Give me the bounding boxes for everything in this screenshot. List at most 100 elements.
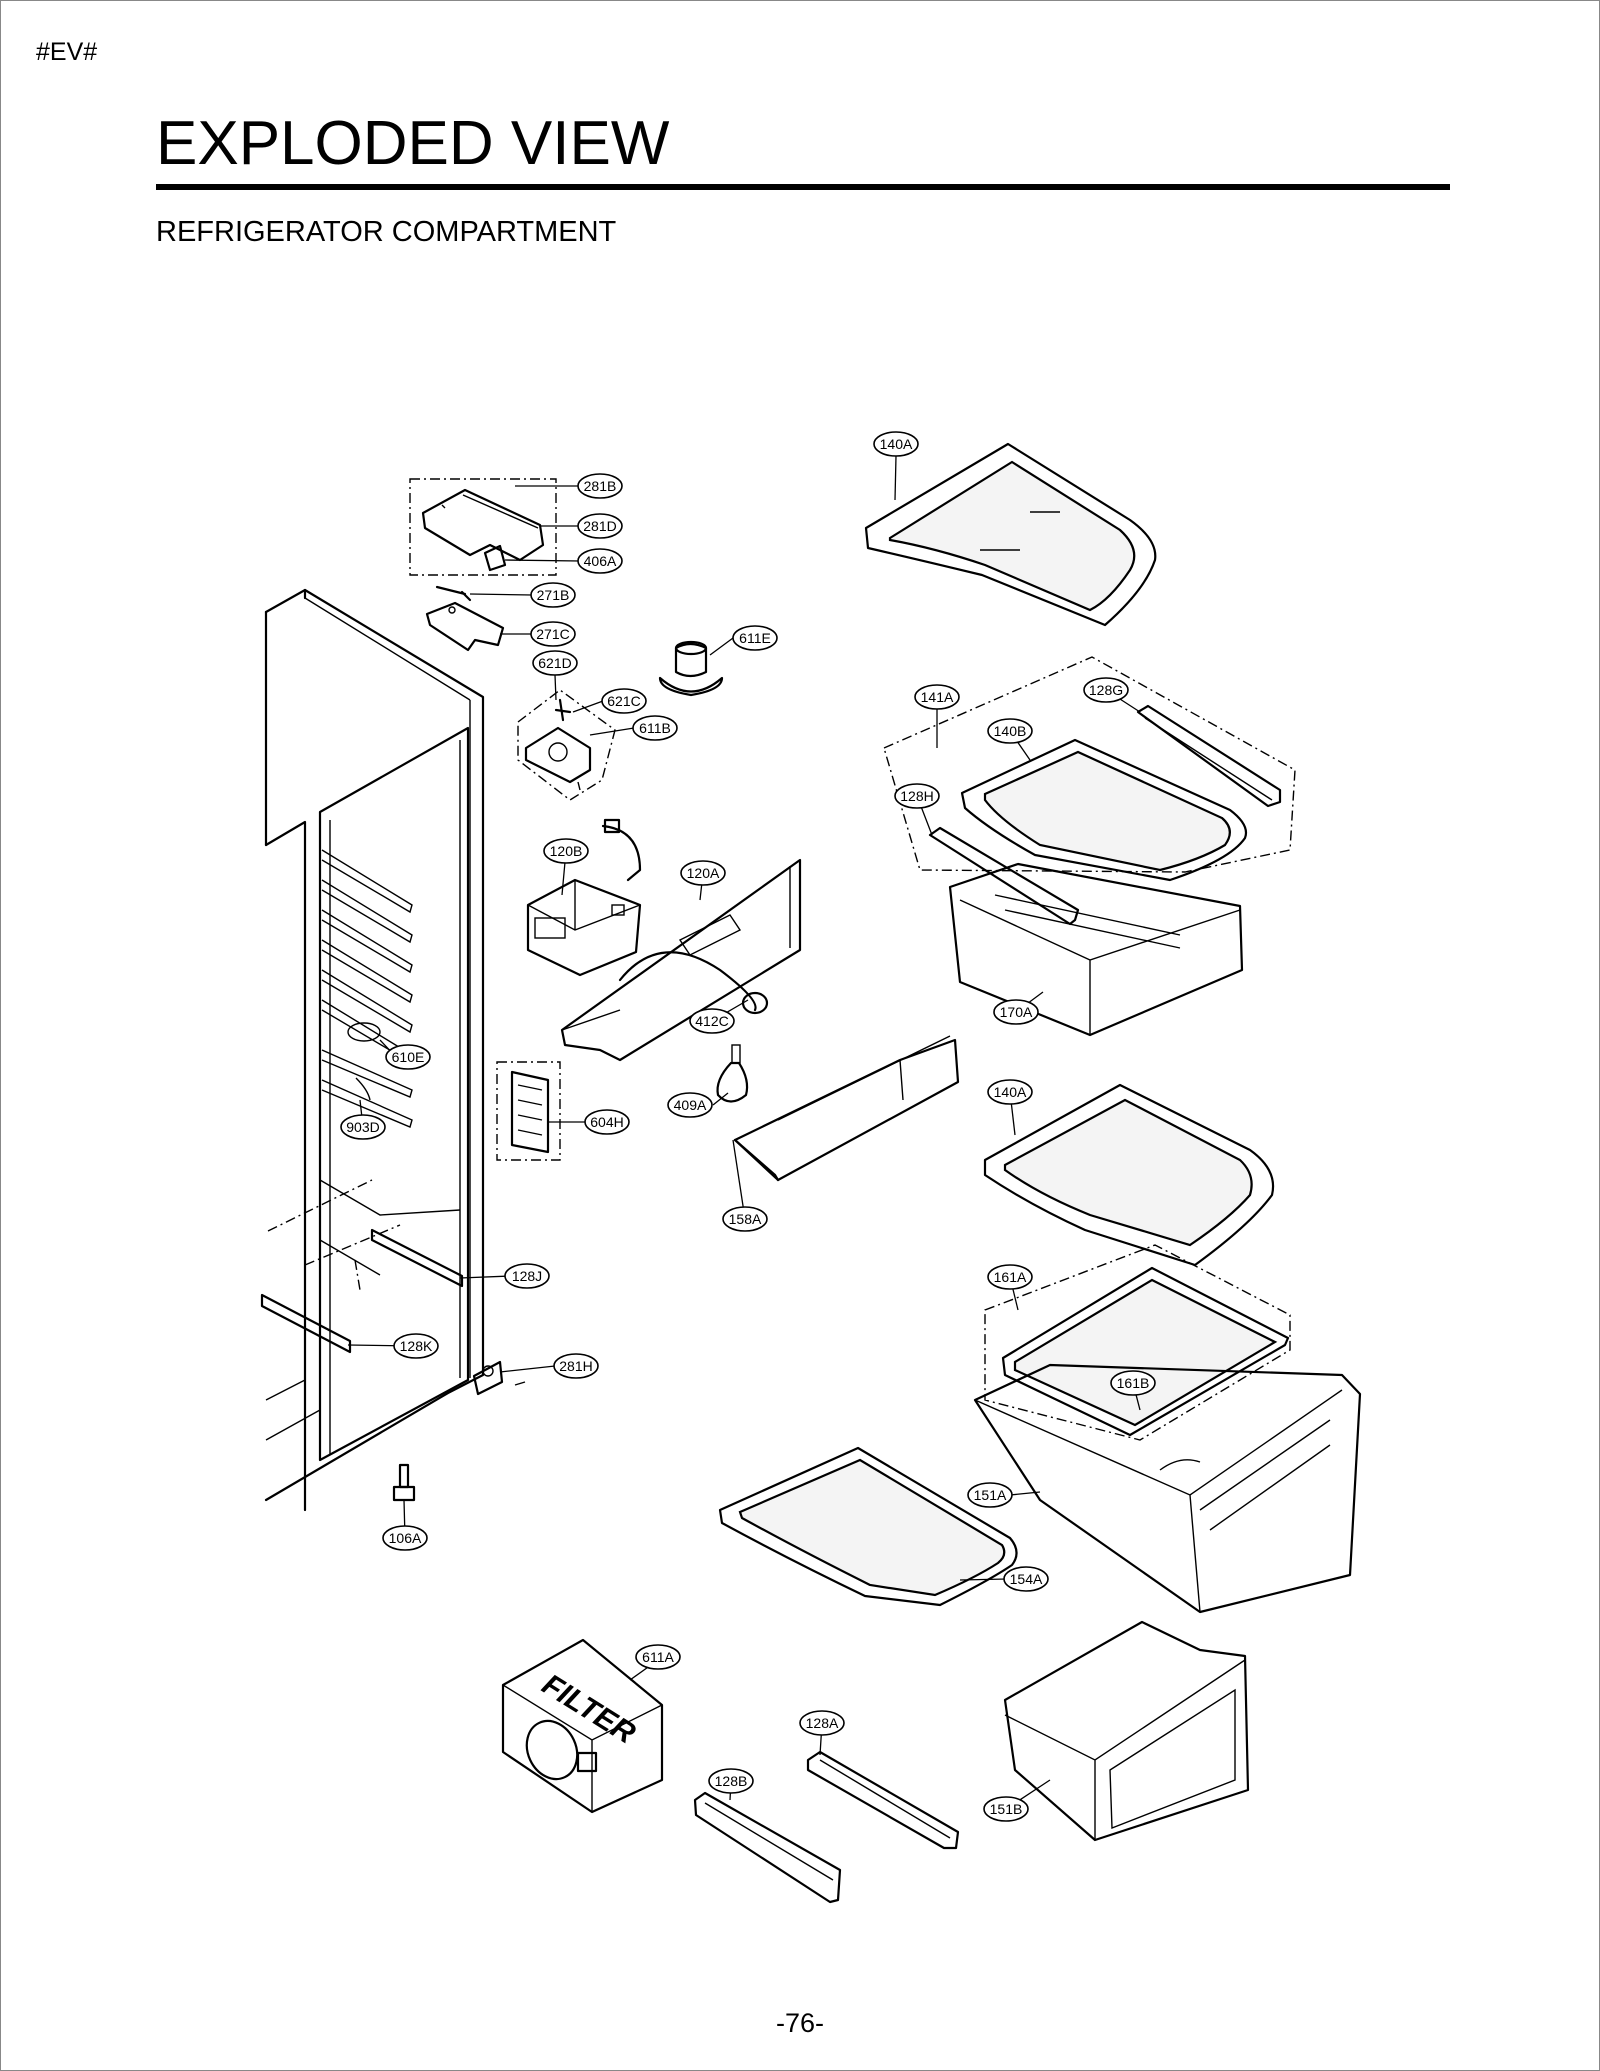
- callout-621D: 621D: [532, 650, 578, 676]
- callout-611E: 611E: [732, 625, 778, 651]
- callout-271C: 271C: [530, 621, 576, 647]
- callout-170A: 170A: [993, 999, 1039, 1025]
- crisper-drawer-151A: [973, 1363, 1362, 1614]
- svg-text:281H: 281H: [559, 1358, 592, 1374]
- callouts: 140A 281B 281D 406A 271B 271C 611E 621D …: [340, 431, 1156, 1822]
- svg-text:281B: 281B: [584, 478, 617, 494]
- callout-140A-top: 140A: [873, 431, 919, 457]
- svg-text:271B: 271B: [537, 587, 570, 603]
- svg-text:128A: 128A: [806, 1715, 839, 1731]
- svg-text:621C: 621C: [607, 693, 640, 709]
- svg-text:412C: 412C: [695, 1013, 728, 1029]
- svg-text:128G: 128G: [1089, 682, 1123, 698]
- svg-text:161B: 161B: [1117, 1375, 1150, 1391]
- svg-text:140A: 140A: [880, 436, 913, 452]
- callout-128B: 128B: [708, 1768, 754, 1794]
- svg-text:106A: 106A: [389, 1530, 422, 1546]
- svg-text:151A: 151A: [974, 1487, 1007, 1503]
- filter-cover: [496, 1061, 561, 1161]
- svg-text:161A: 161A: [994, 1269, 1027, 1285]
- callout-141A: 141A: [914, 684, 960, 710]
- callout-281D: 281D: [577, 513, 623, 539]
- svg-text:611A: 611A: [642, 1649, 674, 1665]
- leveler-foot: [392, 1463, 416, 1502]
- svg-text:611E: 611E: [739, 630, 771, 646]
- callout-158A: 158A: [722, 1206, 768, 1232]
- drawer-cover-161A-group: [984, 1244, 1291, 1441]
- callout-151A: 151A: [967, 1482, 1013, 1508]
- water-filter-611A: FILTER: [501, 1638, 664, 1814]
- drawer-cover-161B: [1001, 1266, 1290, 1437]
- svg-text:128J: 128J: [512, 1268, 542, 1284]
- drawer-170A: [948, 862, 1244, 1037]
- callout-271B: 271B: [530, 582, 576, 608]
- svg-text:611B: 611B: [639, 720, 671, 736]
- callout-610E: 610E: [385, 1044, 431, 1070]
- callout-128A: 128A: [799, 1710, 845, 1736]
- svg-text:621D: 621D: [538, 655, 571, 671]
- callout-406A: 406A: [577, 548, 623, 574]
- callout-161B: 161B: [1110, 1370, 1156, 1396]
- svg-text:140B: 140B: [994, 723, 1027, 739]
- svg-text:141A: 141A: [921, 689, 954, 705]
- shelf-140A-mid: [983, 1083, 1275, 1267]
- shelf-141A-group: [883, 656, 1296, 873]
- callout-161A: 161A: [987, 1264, 1033, 1290]
- valve-assembly: [517, 640, 724, 801]
- callout-128J: 128J: [504, 1263, 550, 1289]
- callout-151B: 151B: [983, 1796, 1029, 1822]
- callout-611A: 611A: [635, 1644, 681, 1670]
- callout-120B: 120B: [543, 838, 589, 864]
- svg-text:271C: 271C: [536, 626, 569, 642]
- cover-housing-group: [409, 478, 557, 652]
- svg-text:170A: 170A: [1000, 1004, 1033, 1020]
- duct-cover: [733, 1035, 960, 1182]
- svg-text:151B: 151B: [990, 1801, 1023, 1817]
- drawer-151B: [1003, 1620, 1250, 1842]
- page-title: EXPLODED VIEW: [156, 109, 670, 178]
- svg-text:610E: 610E: [392, 1049, 425, 1065]
- callout-621C: 621C: [601, 688, 647, 714]
- svg-text:154A: 154A: [1010, 1571, 1043, 1587]
- shelf-140B: [960, 738, 1248, 882]
- callout-140B: 140B: [987, 718, 1033, 744]
- callout-120A: 120A: [680, 860, 726, 886]
- callout-412C: 412C: [689, 1008, 735, 1034]
- section-code: #EV#: [36, 38, 98, 66]
- callout-140A-mid: 140A: [987, 1079, 1033, 1105]
- svg-text:281D: 281D: [583, 518, 616, 534]
- svg-text:120A: 120A: [687, 865, 720, 881]
- svg-text:128H: 128H: [900, 788, 933, 804]
- title-rule: [156, 184, 1450, 190]
- glass-shelf-154A: [718, 1446, 1018, 1607]
- callout-903D: 903D: [340, 1114, 386, 1140]
- leaders: [347, 455, 1141, 1810]
- callout-106A: 106A: [382, 1525, 428, 1551]
- page-subtitle: REFRIGERATOR COMPARTMENT: [156, 216, 617, 248]
- callout-154A: 154A: [1003, 1566, 1049, 1592]
- svg-text:128B: 128B: [715, 1773, 748, 1789]
- lamp-cover-assembly: [526, 818, 802, 1103]
- cabinet-body: [264, 588, 526, 1512]
- svg-text:158A: 158A: [729, 1211, 762, 1227]
- page-number: -76-: [775, 2008, 824, 2038]
- svg-text:140A: 140A: [994, 1084, 1027, 1100]
- shelf-140A-top: [864, 442, 1157, 627]
- callout-604H: 604H: [584, 1109, 630, 1135]
- inner-ribs: [321, 849, 413, 1128]
- shelf-rails: [260, 1179, 464, 1354]
- svg-text:128K: 128K: [400, 1338, 433, 1354]
- svg-text:409A: 409A: [674, 1097, 707, 1113]
- callout-128G: 128G: [1083, 677, 1129, 703]
- callout-281B: 281B: [577, 473, 623, 499]
- svg-text:406A: 406A: [584, 553, 617, 569]
- callout-281H: 281H: [553, 1353, 599, 1379]
- svg-text:120B: 120B: [550, 843, 583, 859]
- callout-128K: 128K: [393, 1333, 439, 1359]
- callout-409A: 409A: [667, 1092, 713, 1118]
- svg-text:604H: 604H: [590, 1114, 623, 1130]
- svg-text:903D: 903D: [346, 1119, 379, 1135]
- callout-128H: 128H: [894, 783, 940, 809]
- callout-611B: 611B: [632, 715, 678, 741]
